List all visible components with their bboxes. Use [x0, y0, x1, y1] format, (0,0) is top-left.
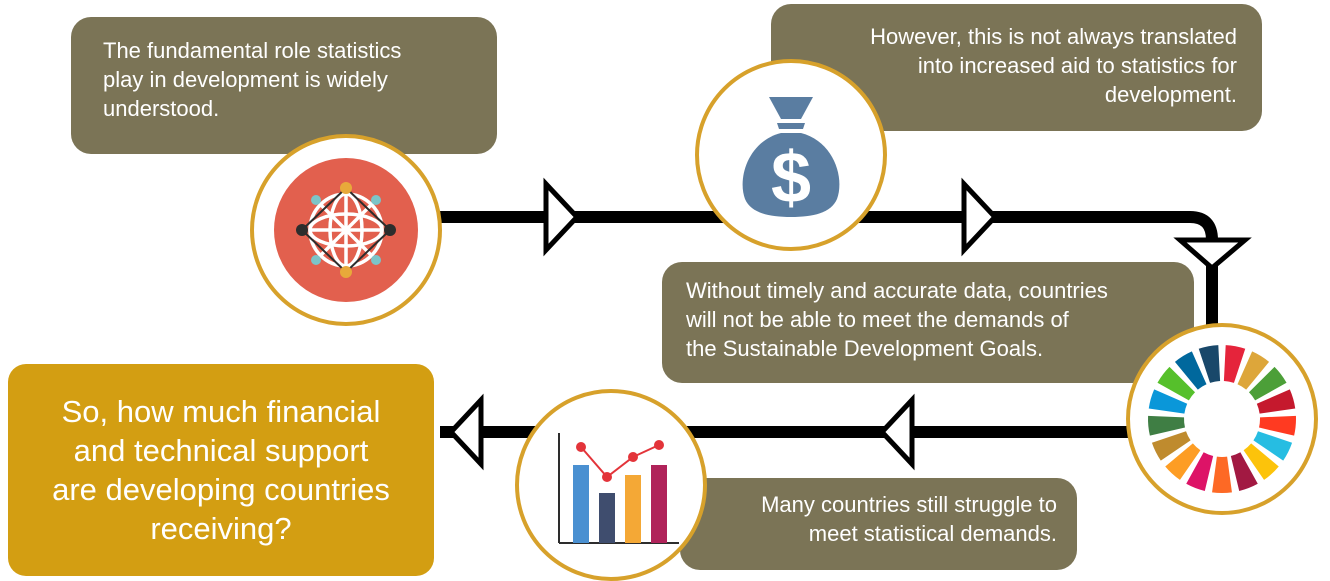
- globe-network-icon: [274, 158, 418, 302]
- step-3-line-3: the Sustainable Development Goals.: [686, 336, 1044, 361]
- question-line-3: are developing countries: [52, 472, 390, 507]
- arrow-right-2: [961, 177, 999, 257]
- sdg-segment: [1186, 452, 1214, 491]
- step-1-line-1: The fundamental role statistics: [103, 38, 402, 63]
- sdg-segment: [1165, 443, 1201, 480]
- question-line-2: and technical support: [73, 433, 369, 468]
- globe-node: [250, 134, 442, 326]
- step-2-line-1: However, this is not always translated: [870, 24, 1237, 49]
- sdg-segment: [1198, 345, 1221, 383]
- sdg-segment: [1253, 431, 1293, 461]
- step-2-line-2: into increased aid to statistics for: [917, 53, 1237, 78]
- arrow-left-2: [447, 393, 484, 471]
- sdg-segment: [1212, 456, 1232, 493]
- sdg-node: [1126, 323, 1318, 515]
- sdg-segment: [1243, 443, 1279, 480]
- sdg-segment: [1256, 389, 1296, 414]
- money-bag-icon: $: [742, 97, 840, 218]
- step-1-line-2: play in development is widely: [103, 67, 388, 92]
- step-1-line-3: understood.: [103, 96, 220, 121]
- step-3-line-2: will not be able to meet the demands of: [686, 307, 1069, 332]
- sdg-segment: [1259, 415, 1296, 436]
- question-line-1: So, how much financial: [61, 394, 381, 429]
- sdg-segment: [1248, 366, 1287, 401]
- chart-node: [515, 389, 707, 581]
- sdg-segment: [1174, 351, 1207, 390]
- sdg-segment: [1148, 415, 1185, 436]
- step-4-box: Many countries still struggle to meet st…: [680, 478, 1077, 570]
- svg-text:$: $: [771, 138, 811, 218]
- question-line-4: receiving?: [150, 511, 292, 546]
- step-3-line-1: Without timely and accurate data, countr…: [686, 278, 1108, 303]
- money-node: $: [695, 59, 887, 251]
- sdg-segment: [1223, 345, 1246, 383]
- arrow-right-1: [543, 177, 581, 257]
- arrow-left-1: [878, 393, 915, 471]
- step-3-box: Without timely and accurate data, countr…: [662, 262, 1194, 383]
- sdg-segment: [1151, 431, 1191, 461]
- step-4-line-1: Many countries still struggle to: [761, 492, 1057, 517]
- sdg-segment: [1237, 351, 1270, 390]
- step-4-line-2: meet statistical demands.: [808, 521, 1057, 546]
- sdg-segment: [1148, 389, 1188, 414]
- sdg-segment: [1157, 366, 1196, 401]
- sdg-segment: [1230, 452, 1258, 491]
- step-1-box: The fundamental role statistics play in …: [71, 17, 497, 154]
- step-2-line-3: development.: [1104, 82, 1237, 107]
- question-box: So, how much financial and technical sup…: [8, 364, 434, 576]
- bar-chart-icon: [558, 433, 679, 544]
- arrow-down: [1173, 237, 1252, 272]
- sdg-wheel-icon: [1148, 345, 1296, 493]
